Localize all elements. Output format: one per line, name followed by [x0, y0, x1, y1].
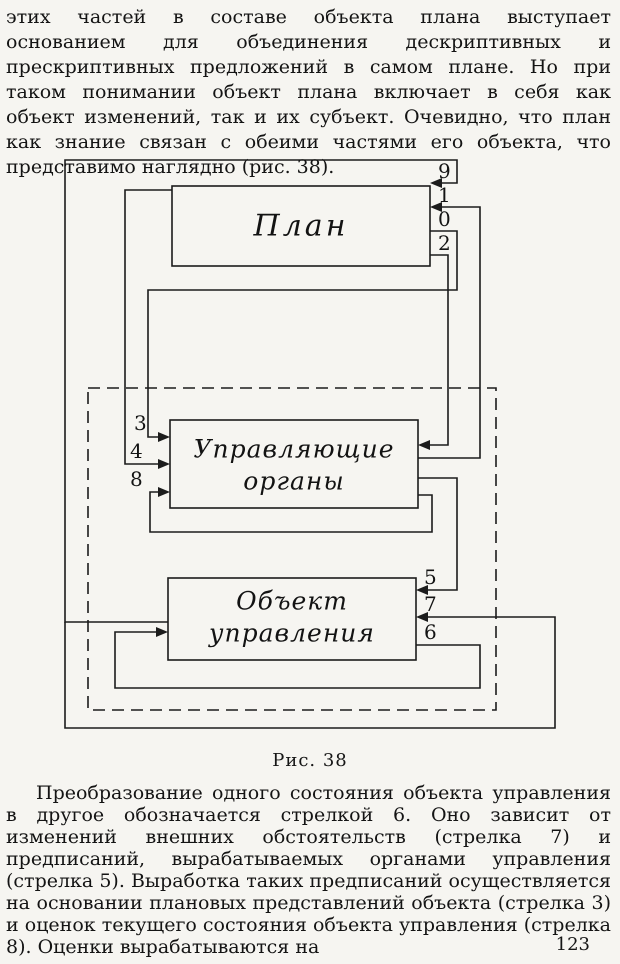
control-object-label-line1: Объект — [236, 586, 348, 616]
arrowhead-7 — [416, 612, 428, 622]
control-object-box — [167, 577, 417, 661]
arrow-label-3: 3 — [134, 411, 147, 435]
arrowhead-6 — [156, 627, 168, 637]
arrow-line-7 — [64, 616, 556, 729]
arrow-label-0: 0 — [438, 207, 451, 231]
arrowhead-2 — [418, 440, 430, 450]
bottom-paragraph: Преобразование одного состояния объекта … — [6, 782, 611, 958]
top-paragraph: этих частей в составе объекта плана выст… — [6, 6, 611, 178]
arrowhead-4 — [158, 459, 170, 469]
controlling-organs-label-line2: органы — [243, 466, 345, 496]
arrow-line-0-3 — [147, 230, 458, 438]
arrowhead-8 — [158, 487, 170, 497]
arrow-label-4: 4 — [130, 439, 143, 463]
arrow-line-6 — [114, 631, 481, 689]
arrow-line-4 — [124, 189, 172, 465]
arrowhead-3 — [158, 432, 170, 442]
arrow-line-1 — [418, 206, 481, 459]
arrow-line-8 — [149, 491, 433, 533]
arrow-line-2 — [430, 254, 449, 446]
arrow-label-1: 1 — [438, 183, 451, 207]
arrow-label-8: 8 — [130, 467, 143, 491]
arrowhead-5 — [416, 585, 428, 595]
arrow-label-2: 2 — [438, 231, 451, 255]
arrow-line-5 — [418, 477, 458, 591]
plan-box-label: План — [253, 208, 349, 244]
arrow-label-7: 7 — [424, 592, 437, 616]
arrow-label-5: 5 — [424, 565, 437, 589]
plan-box — [171, 185, 431, 267]
control-object-label-line2: управления — [209, 618, 375, 648]
page-number: 123 — [555, 934, 590, 955]
arrow-label-6: 6 — [424, 620, 437, 644]
arrowhead-1 — [430, 202, 442, 212]
arrow-label-9: 9 — [438, 159, 451, 183]
controlling-organs-label-line1: Управляющие — [193, 434, 395, 464]
system-dashed-box — [87, 387, 497, 711]
arrowhead-9 — [430, 178, 442, 188]
arrow-line-9 — [64, 159, 458, 623]
figure-caption: Рис. 38 — [272, 750, 348, 771]
